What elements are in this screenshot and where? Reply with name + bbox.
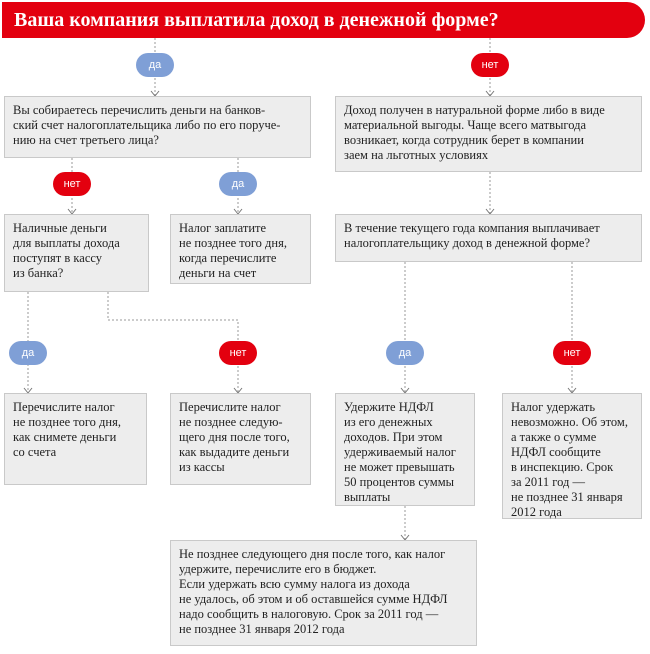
header-question: Ваша компания выплатила доход в денежной…	[2, 2, 645, 38]
transfer-question-box: Вы собираетесь перечислить деньги на бан…	[4, 96, 311, 158]
cash-question-box: Наличные деньги для выплаты дохода посту…	[4, 214, 149, 292]
cash-income-question-box: В течение текущего года компания выплачи…	[335, 214, 642, 262]
no-label: нет	[471, 53, 509, 77]
yes-label: да	[386, 341, 424, 365]
no-label: нет	[219, 341, 257, 365]
no-label: нет	[53, 172, 91, 196]
withhold-ndfl-box: Удержите НДФЛ из его денежных доходов. П…	[335, 393, 475, 506]
tax-next-day-box: Перечислите налог не позднее следую- щег…	[170, 393, 311, 485]
no-label: нет	[553, 341, 591, 365]
impossible-to-withhold-box: Налог удержать невозможно. Об этом, а та…	[502, 393, 642, 519]
yes-label: да	[219, 172, 257, 196]
yes-label: да	[9, 341, 47, 365]
tax-on-transfer-box: Налог заплатите не позднее того дня, ког…	[170, 214, 311, 284]
tax-on-withdrawal-box: Перечислите налог не позднее того дня, к…	[4, 393, 147, 485]
yes-label: да	[136, 53, 174, 77]
final-note-box: Не позднее следующего дня после того, ка…	[170, 540, 477, 646]
natural-income-box: Доход получен в натуральной форме либо в…	[335, 96, 642, 172]
